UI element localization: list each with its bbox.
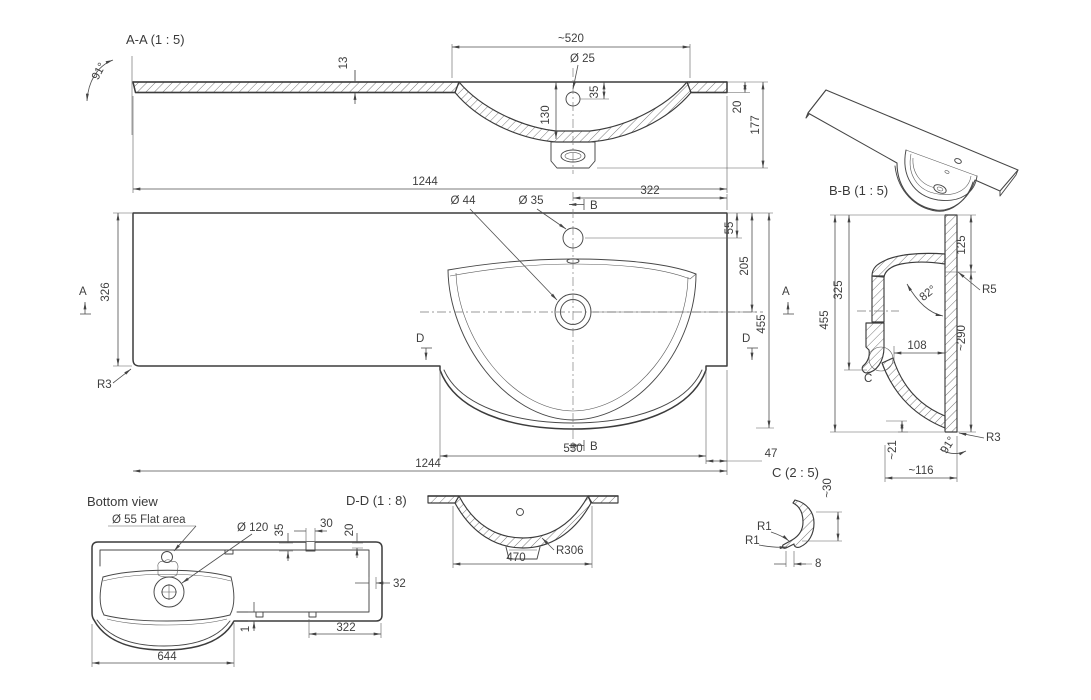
dim-bottom-flat-area: Ø 55 Flat area [112, 514, 186, 526]
dim-bottom-lip: 1 [240, 626, 252, 632]
dim-bottom-basin-span: 644 [157, 651, 177, 663]
dim-aa-tap-depth: 35 [589, 86, 601, 99]
iso-drain [933, 184, 947, 194]
dd-bowl-wall [454, 495, 592, 549]
aa-slab-right [686, 81, 728, 94]
view-plan: Ø 44 Ø 35 B B A A D D 322 55 205 455 326… [79, 185, 794, 475]
marker-a-left: A [79, 286, 87, 298]
dim-c-radius-2: R1 [745, 535, 760, 547]
marker-b-top: B [590, 200, 598, 212]
dim-bb-fillet-top: R5 [982, 284, 997, 296]
dim-plan-total-depth: 455 [756, 314, 768, 333]
view-bottom: Bottom view Ø 55 Flat area Ø 120 35 30 2… [87, 494, 406, 667]
iso-basin-rim [904, 149, 978, 202]
dim-plan-tap-offset: 322 [640, 185, 659, 197]
dim-bb-front-angle: 91° [939, 435, 958, 456]
dim-bb-lip-depth: ~21 [887, 440, 899, 460]
detail-c-label: C (2 : 5) [772, 465, 819, 480]
view-section-aa: A-A (1 : 5) ~520 Ø 25 35 130 13 20 177 [85, 32, 768, 193]
marker-b-bottom: B [590, 441, 598, 453]
dim-bottom-slot-offset: 35 [274, 524, 286, 537]
dim-aa-angle-left: 91° [90, 61, 109, 82]
marker-d-right: D [742, 333, 750, 345]
dim-c-radius-1: R1 [757, 521, 772, 533]
dim-bottom-slot-span: 322 [336, 622, 355, 634]
bottom-outline [91, 541, 383, 651]
dim-aa-tap-hole: Ø 25 [570, 53, 595, 65]
dim-c-height: ~30 [822, 478, 834, 498]
marker-d-left: D [416, 333, 424, 345]
detail-c-circle [868, 346, 894, 372]
view-section-dd: D-D (1 : 8) R306 470 [346, 493, 619, 568]
dim-aa-total-height: 177 [750, 115, 762, 134]
dim-bb-front-width: ~116 [908, 465, 933, 477]
dim-aa-overall-width: 1244 [412, 176, 438, 188]
bb-detail-ref: C [864, 373, 872, 385]
dim-plan-tap-dia: Ø 35 [519, 195, 544, 207]
dim-plan-overall-width: 1244 [415, 458, 441, 470]
dim-aa-bowl-width: ~520 [558, 33, 584, 45]
dim-bb-back-height: 125 [956, 235, 968, 254]
dim-plan-left-depth: 326 [100, 282, 112, 301]
dim-plan-bowl-span: 550 [563, 443, 582, 455]
view-detail-c: C (2 : 5) ~30 R1 R1 8 [745, 465, 842, 570]
dim-bb-total-depth: 455 [819, 310, 831, 329]
dim-aa-edge-height: 20 [732, 101, 744, 114]
section-bb-label: B-B (1 : 5) [829, 183, 888, 198]
dim-aa-thickness: 13 [338, 57, 350, 70]
dim-bottom-slot-depth: 20 [344, 524, 356, 537]
dim-bottom-drain-boss: Ø 120 [237, 522, 268, 534]
plan-outline [132, 212, 728, 430]
dim-bb-front-height: ~290 [956, 325, 968, 351]
iso-tap-hole [954, 158, 962, 164]
dim-dd-bowl-radius: R306 [556, 545, 584, 557]
dim-bb-back-depth: 325 [833, 280, 845, 299]
bottom-view-label: Bottom view [87, 494, 158, 509]
bb-bowl-wall [881, 357, 946, 429]
dim-plan-right-step: 47 [765, 448, 778, 460]
dd-overflow-hole [516, 508, 524, 516]
dim-c-width: 8 [815, 558, 821, 570]
dim-plan-drain-from-top: 205 [739, 256, 751, 275]
dim-aa-bowl-depth: 130 [540, 105, 552, 124]
section-aa-label: A-A (1 : 5) [126, 32, 185, 47]
view-isometric: B-B (1 : 5) [805, 89, 1019, 212]
dim-plan-tap-from-top: 55 [724, 222, 736, 235]
dim-bottom-rim-width: 32 [393, 578, 406, 590]
aa-slab-left [132, 81, 460, 94]
dim-bb-bowl-inner: 108 [907, 340, 926, 352]
iso-top-face [807, 89, 1019, 211]
dim-bb-wall-angle: 82° [918, 284, 939, 304]
marker-a-right: A [782, 286, 790, 298]
view-section-bb: C 455 325 125 ~290 82° R5 108 ~21 91° R3… [819, 214, 1001, 482]
section-dd-label: D-D (1 : 8) [346, 493, 407, 508]
dim-plan-corner-radius: R3 [97, 379, 112, 391]
dim-bottom-slot-width: 30 [320, 518, 333, 530]
dim-dd-bowl-width: 470 [506, 552, 525, 564]
dim-bb-fillet-bottom: R3 [986, 432, 1001, 444]
dim-plan-drain-dia: Ø 44 [451, 195, 477, 207]
bb-rim-arm [871, 252, 946, 278]
